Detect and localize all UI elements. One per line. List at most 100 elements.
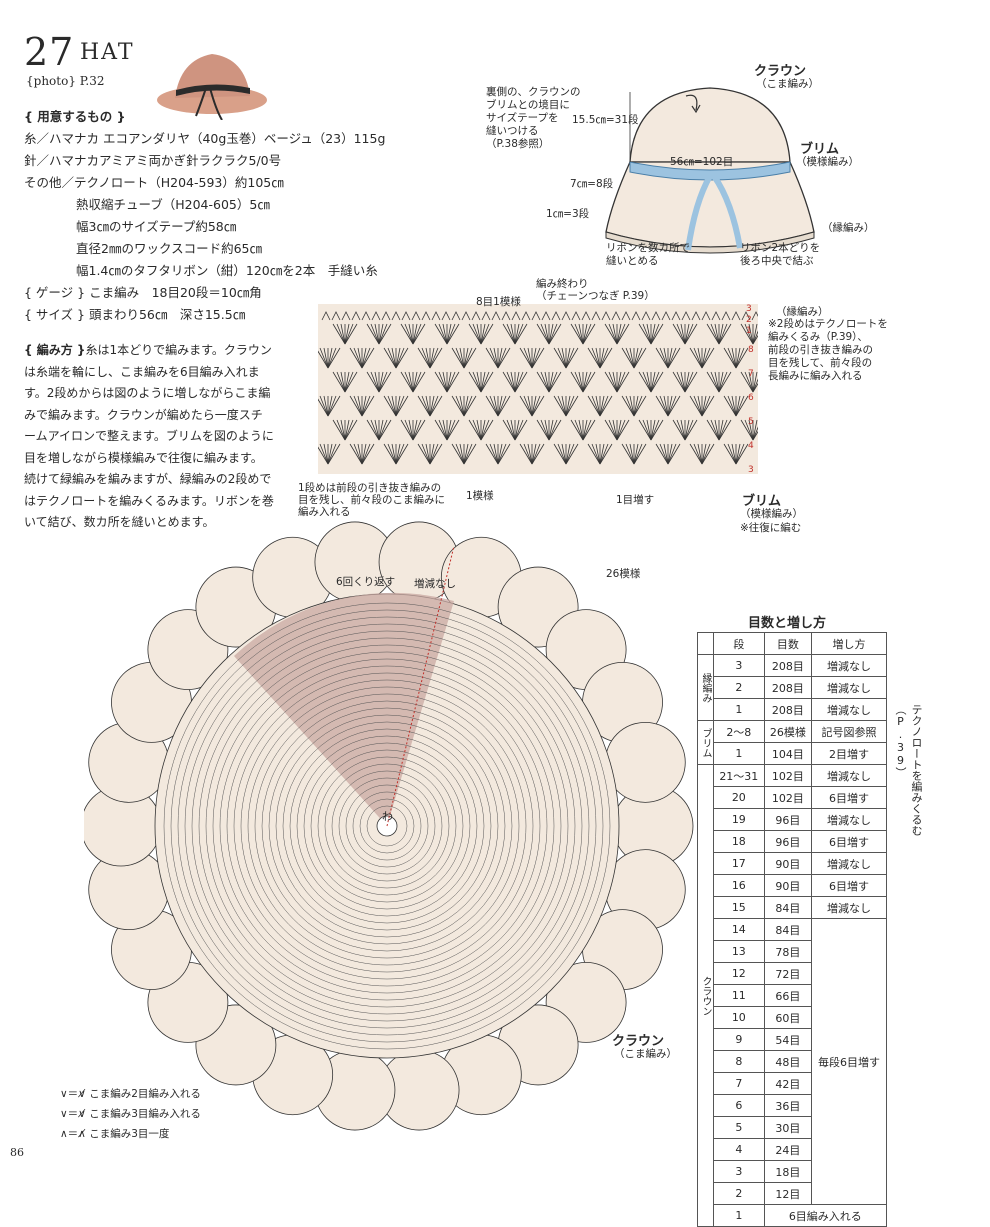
- materials-yarn: 糸／ハマナカ エコアンダリヤ（40g玉巻）ベージュ（23）115g: [24, 131, 386, 146]
- table-cell: 縁編み: [697, 654, 714, 721]
- brim-row-numbers: 8 7 6 5 4 3: [748, 338, 754, 482]
- table-cell: 6目増す: [811, 786, 887, 809]
- table-cell: 毎段6目増す: [811, 918, 887, 1205]
- row1-note: 1段めは前段の引き抜き編みの 目を残し、前々段のこま編みに 編み入れる: [298, 482, 445, 518]
- ribbon-sew-note: リボンを数カ所で 縫いとめる: [606, 242, 690, 267]
- table-cell: 17: [713, 852, 765, 875]
- photo-page-link[interactable]: P.32: [79, 74, 105, 88]
- table-cell: 6目増す: [811, 874, 887, 897]
- edge-row2-note: ※2段めはテクノロートを 編みくるみ（P.39）、 前段の引き抜き編みの 目を残…: [768, 318, 888, 382]
- table-cell: クラウン: [697, 764, 714, 1227]
- table-cell: 72目: [763, 962, 813, 985]
- table-cell: 208目: [763, 698, 813, 721]
- table-cell: 84目: [763, 896, 813, 919]
- dec3-icon: ∧＝∧̸: [60, 1128, 90, 1140]
- table-cell: 3: [713, 1160, 765, 1183]
- crown-sub: （こま編み）: [614, 1048, 677, 1060]
- table-cell: 2〜8: [713, 720, 765, 743]
- finish-label: 編み終わり （チェーンつなぎ P.39）: [536, 278, 655, 302]
- table-cell: 102目: [763, 786, 813, 809]
- repeats26-label: 26模様: [606, 568, 641, 580]
- table-cell: 90目: [763, 874, 813, 897]
- hat-brim-sub: （模様編み）: [796, 156, 859, 168]
- method-block: { 編み方 }糸は1本どりで編みます。クラウンは糸端を輪にし、こま編みを6目編み…: [24, 340, 274, 534]
- table-cell: 30目: [763, 1116, 813, 1139]
- table-cell: 36目: [763, 1094, 813, 1117]
- table-cell: 増減なし: [811, 698, 887, 721]
- table-cell: 104目: [763, 742, 813, 765]
- legend-inc2: ∨＝∨̸ こま編み2目編み入れる: [60, 1084, 201, 1104]
- table-cell: 5: [713, 1116, 765, 1139]
- depth-label: 15.5㎝=31段: [572, 114, 639, 126]
- hat-crown-sub: （こま編み）: [756, 78, 819, 90]
- materials-cord: 直径2㎜のワックスコード約65㎝: [76, 241, 262, 256]
- table-cell: 42目: [763, 1072, 813, 1095]
- table-cell: 96目: [763, 830, 813, 853]
- materials-ribbon: 幅1.4㎝のタフタリボン（紺）120㎝を2本 手縫い糸: [76, 263, 378, 278]
- table-cell: 6目編み入れる: [763, 1204, 888, 1227]
- inc3-icon: ∨＝∨̸: [60, 1108, 90, 1120]
- chart-edge-label: （縁編み）: [776, 306, 829, 318]
- table-cell: 記号図参照: [811, 720, 887, 743]
- edge-row-2: 2: [746, 315, 752, 325]
- table-cell: 6: [713, 1094, 765, 1117]
- photo-label: {photo}: [26, 74, 76, 88]
- brim-depth-label: 7㎝=8段: [570, 178, 614, 190]
- edge-row-1: 1: [746, 326, 752, 336]
- brim-row-3: 3: [748, 465, 754, 475]
- table-cell: 増減なし: [811, 896, 887, 919]
- table-cell: 1: [713, 698, 765, 721]
- table-cell: 15: [713, 896, 765, 919]
- size: { サイズ } 頭まわり56㎝ 深さ15.5㎝: [24, 307, 246, 322]
- turn6-label: 6回くり返す: [336, 576, 396, 588]
- table-cell: 18目: [763, 1160, 813, 1183]
- table-cell: 12目: [763, 1182, 813, 1205]
- table-cell: 4: [713, 1138, 765, 1161]
- pattern-title: HAT: [80, 40, 135, 65]
- table-cell: 増減なし: [811, 852, 887, 875]
- hat-edge-label: （縁編み）: [822, 222, 875, 234]
- table-cell: 12: [713, 962, 765, 985]
- inc2-icon: ∨＝∨̸: [60, 1088, 90, 1100]
- table-header: 段目数増し方: [697, 632, 887, 655]
- table-cell: 7: [713, 1072, 765, 1095]
- inc1-label: 1目増す: [616, 494, 655, 506]
- noinc-label: 増減なし: [414, 578, 456, 590]
- table-title: 目数と増し方: [748, 616, 827, 631]
- crown-label: クラウン: [612, 1034, 665, 1049]
- table-cell: 2: [713, 676, 765, 699]
- chart-brim-note: ※往復に編む: [740, 522, 802, 534]
- table-cell: 増し方: [811, 632, 887, 655]
- table-cell: 1: [713, 1204, 765, 1227]
- chart-brim-label: ブリム: [742, 494, 782, 509]
- table-cell: ブリム: [697, 720, 714, 765]
- hat-crown-label: クラウン: [754, 64, 807, 79]
- table-cell: 78目: [763, 940, 813, 963]
- ribbon-tie-note: リボン2本どりを 後ろ中央で結ぶ: [740, 242, 821, 267]
- method-text: 糸は1本どりで編みます。クラウンは糸端を輪にし、こま編みを6目編み入れます。2段…: [24, 343, 274, 529]
- legend-inc3-text: こま編み3目編み入れる: [89, 1108, 201, 1120]
- brim-row-8: 8: [748, 345, 754, 355]
- table-cell: 増減なし: [811, 764, 887, 787]
- table-cell: 2目増す: [811, 742, 887, 765]
- table-cell: 48目: [763, 1050, 813, 1073]
- symbol-legend: ∨＝∨̸ こま編み2目編み入れる ∨＝∨̸ こま編み3目編み入れる ∧＝∧̸ こ…: [60, 1084, 201, 1144]
- materials-hook: 針／ハマナカアミアミ両かぎ針ラクラク5/0号: [24, 153, 282, 168]
- table-cell: 208目: [763, 654, 813, 677]
- table-cell: 60目: [763, 1006, 813, 1029]
- materials-heading: { 用意するもの }: [24, 109, 126, 124]
- materials-sizetape: 幅3㎝のサイズテープ約58㎝: [76, 219, 237, 234]
- circumference-label: 56㎝=102目: [670, 156, 734, 168]
